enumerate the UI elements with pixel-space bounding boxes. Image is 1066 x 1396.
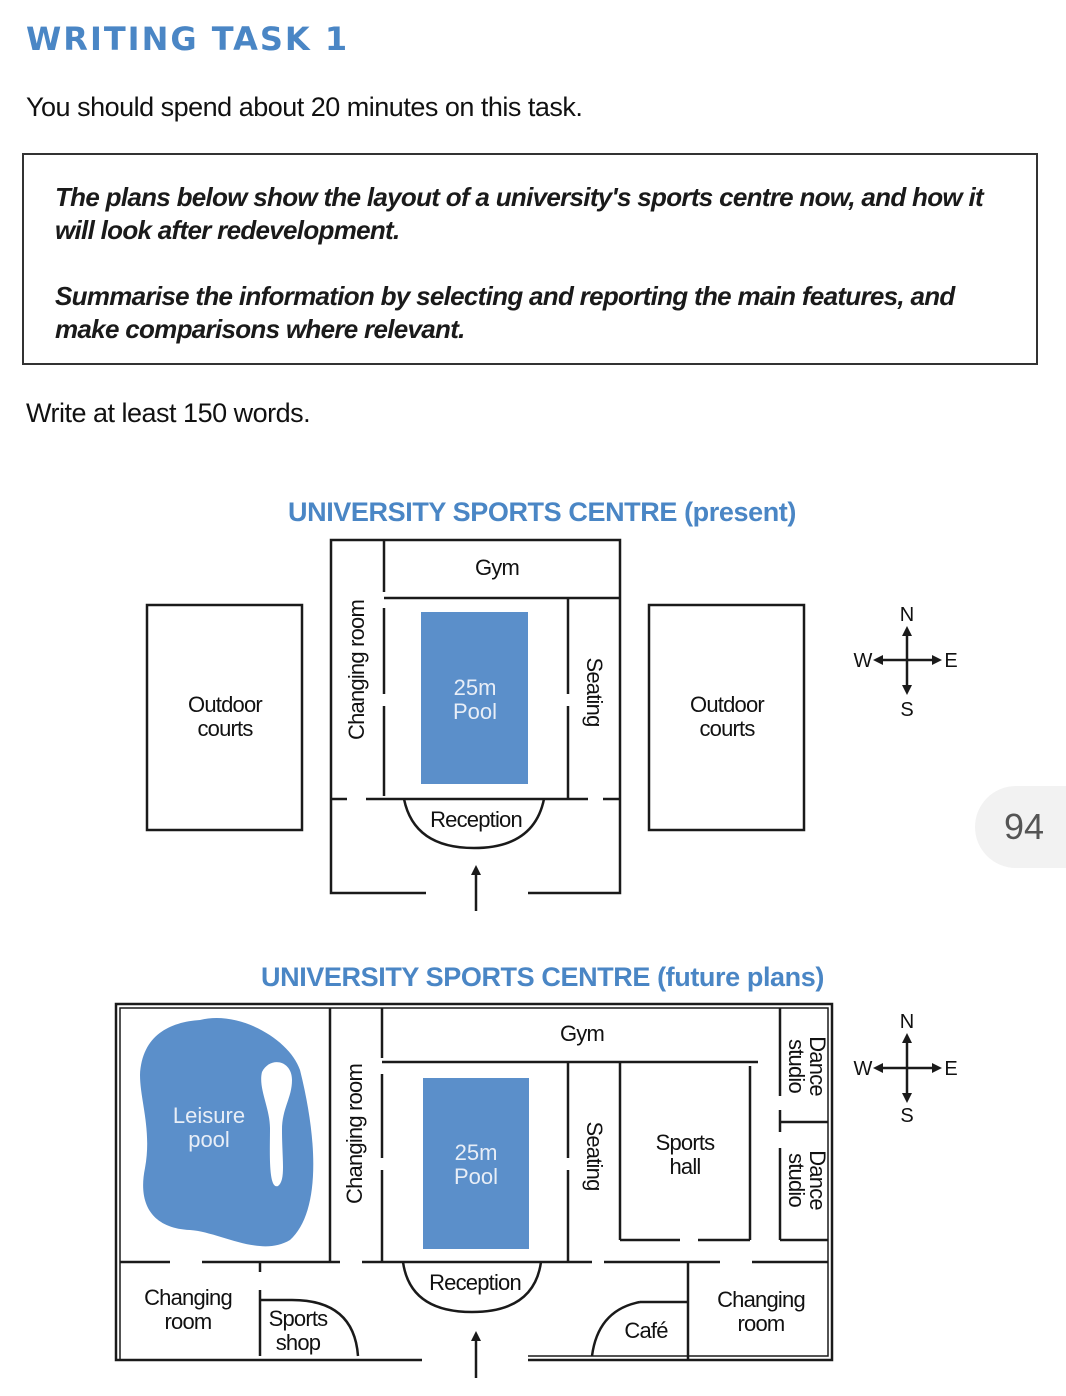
compass-future-e: E bbox=[944, 1058, 957, 1080]
present-outdoor-west-l1: Outdoor bbox=[188, 692, 262, 717]
present-plan bbox=[145, 538, 806, 895]
future-pool-l1: 25m bbox=[455, 1140, 498, 1165]
future-dance-north-l2: studio bbox=[784, 1039, 809, 1093]
future-cafe-label: Café bbox=[624, 1318, 668, 1343]
future-changing-west-l1: Changing bbox=[144, 1285, 232, 1310]
present-plan-title: UNIVERSITY SPORTS CENTRE (present) bbox=[288, 497, 796, 527]
future-pool-l2: Pool bbox=[454, 1164, 498, 1189]
future-changing-east-l1: Changing bbox=[717, 1287, 805, 1312]
present-changing-room-label: Changing room bbox=[344, 600, 369, 740]
future-gym-label: Gym bbox=[560, 1021, 604, 1046]
present-seating-label: Seating bbox=[582, 657, 607, 726]
present-building-outline bbox=[329, 538, 622, 895]
future-plan bbox=[114, 1002, 834, 1362]
compass-present bbox=[873, 626, 942, 695]
present-gym-label: Gym bbox=[475, 555, 519, 580]
task-prompt-box: The plans below show the layout of a uni… bbox=[22, 153, 1038, 365]
future-changing-west-l2: room bbox=[165, 1309, 212, 1334]
future-seating-label: Seating bbox=[582, 1121, 607, 1190]
future-cafe-counter bbox=[590, 1300, 641, 1357]
present-outdoor-east-l1: Outdoor bbox=[690, 692, 764, 717]
time-instruction: You should spend about 20 minutes on thi… bbox=[26, 92, 583, 122]
future-changing-room-label: Changing room bbox=[342, 1064, 367, 1204]
future-sports-shop-l1: Sports bbox=[269, 1306, 329, 1331]
future-changing-east-l2: room bbox=[738, 1311, 785, 1336]
future-sports-shop-counter bbox=[291, 1298, 360, 1357]
present-pool-l2: Pool bbox=[453, 699, 497, 724]
task-instruction: Summarise the information by selecting a… bbox=[55, 281, 955, 344]
compass-present-n: N bbox=[900, 604, 914, 626]
present-reception-label: Reception bbox=[430, 807, 522, 832]
page-title: WRITING TASK 1 bbox=[26, 20, 350, 58]
future-dance-north-l1: Dance bbox=[805, 1036, 830, 1096]
present-pool-shape bbox=[421, 612, 528, 784]
present-outdoor-west-l2: courts bbox=[197, 716, 253, 741]
present-reception-desk bbox=[402, 798, 546, 850]
compass-future bbox=[873, 1033, 942, 1103]
present-pool-l1: 25m bbox=[454, 675, 497, 700]
future-sports-hall-l2: hall bbox=[669, 1154, 700, 1179]
present-outdoor-courts-east bbox=[647, 603, 806, 832]
word-count-instruction: Write at least 150 words. bbox=[26, 398, 311, 428]
compass-present-e: E bbox=[944, 650, 957, 672]
task-description: The plans below show the layout of a uni… bbox=[55, 182, 984, 245]
compass-present-w: W bbox=[854, 650, 873, 672]
future-dance-south-l1: Dance bbox=[805, 1150, 830, 1210]
compass-future-n: N bbox=[900, 1011, 914, 1033]
compass-present-s: S bbox=[900, 699, 913, 721]
future-leisure-pool-l1: Leisure bbox=[173, 1103, 245, 1128]
compass-future-s: S bbox=[900, 1105, 913, 1127]
future-dance-south-l2: studio bbox=[784, 1153, 809, 1207]
page-number: 94 bbox=[975, 786, 1066, 868]
present-outdoor-east-l2: courts bbox=[699, 716, 755, 741]
future-sports-hall-l1: Sports bbox=[656, 1130, 716, 1155]
future-building-outline bbox=[114, 1002, 834, 1362]
future-pool-shape bbox=[423, 1078, 529, 1249]
future-reception-label: Reception bbox=[429, 1270, 521, 1295]
present-outdoor-courts-west bbox=[145, 603, 304, 832]
future-reception-desk bbox=[401, 1261, 543, 1314]
future-sports-shop-l2: shop bbox=[276, 1330, 321, 1355]
future-plan-title: UNIVERSITY SPORTS CENTRE (future plans) bbox=[261, 962, 824, 992]
future-leisure-pool-l2: pool bbox=[188, 1127, 230, 1152]
compass-future-w: W bbox=[854, 1058, 873, 1080]
future-leisure-pool-island bbox=[261, 1062, 292, 1187]
